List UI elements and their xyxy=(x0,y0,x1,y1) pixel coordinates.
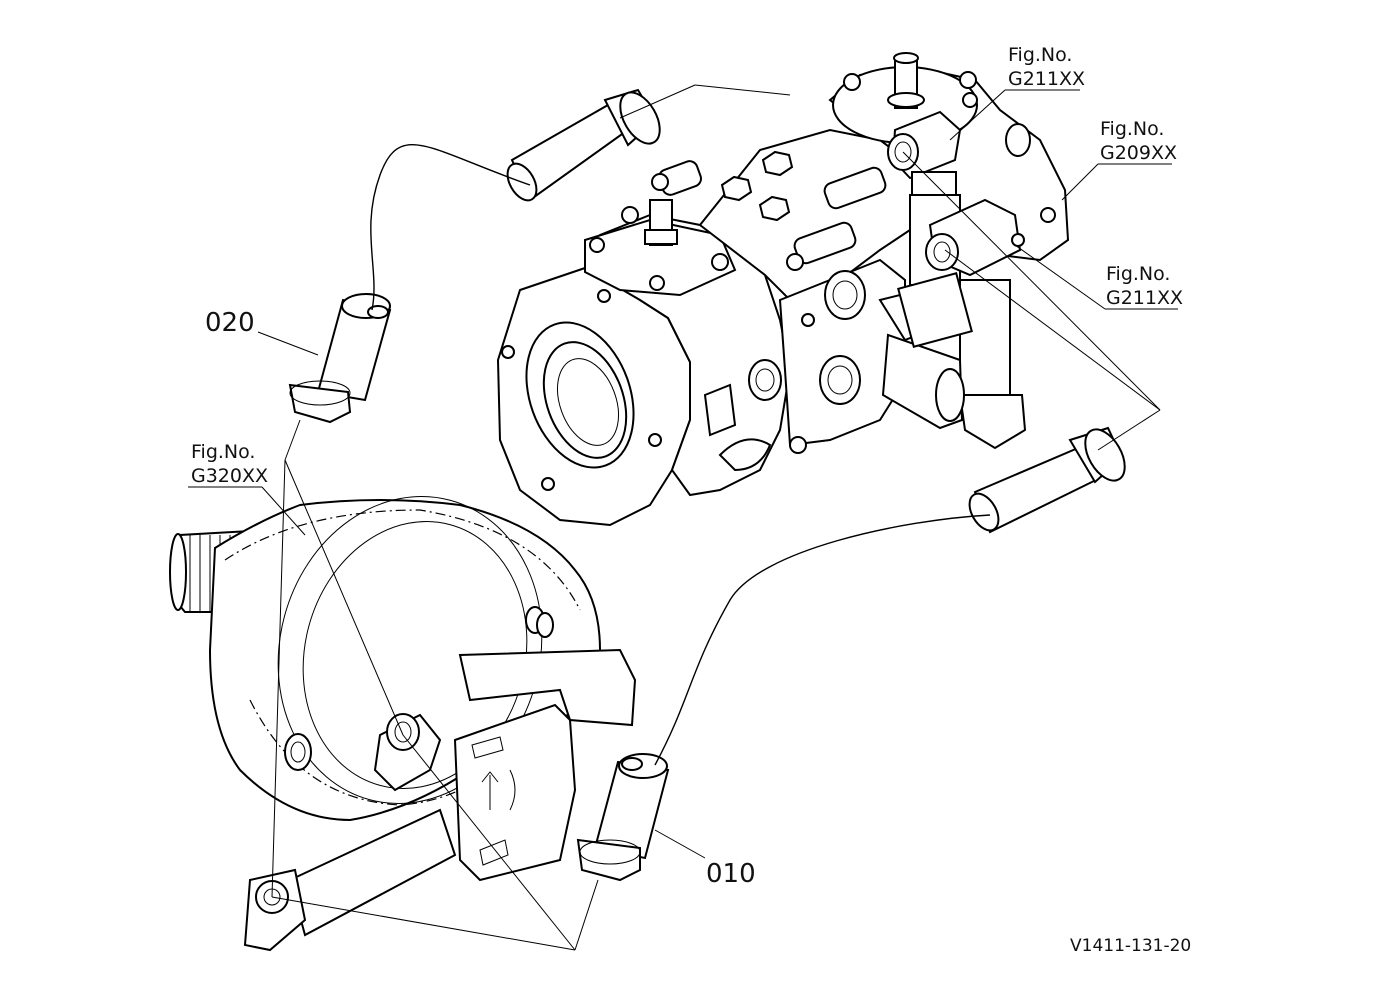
part-number-020: 020 xyxy=(205,308,255,338)
hst-motor-assembly xyxy=(169,496,637,952)
leader-lines xyxy=(188,84,1178,951)
svg-text:G320XX: G320XX xyxy=(191,465,268,487)
svg-text:G209XX: G209XX xyxy=(1100,142,1177,164)
tether-wire-upper xyxy=(370,143,531,311)
port-cap-020 xyxy=(288,293,392,424)
drawing-code: V1411-131-20 xyxy=(1070,936,1191,956)
svg-text:Fig.No.: Fig.No. xyxy=(191,441,255,463)
figure-reference-g211-right: Fig.No. G211XX xyxy=(1106,263,1183,309)
figure-reference-g211-top: Fig.No. G211XX xyxy=(1008,44,1085,90)
port-cap-top xyxy=(506,88,661,202)
svg-text:Fig.No.: Fig.No. xyxy=(1106,263,1170,285)
tether-wire-lower xyxy=(654,514,991,766)
hst-pump-assembly xyxy=(496,52,1070,527)
figure-reference-g320: Fig.No. G320XX xyxy=(191,441,268,487)
svg-text:G211XX: G211XX xyxy=(1106,287,1183,309)
part-number-010: 010 xyxy=(706,859,756,889)
svg-text:G211XX: G211XX xyxy=(1008,68,1085,90)
svg-text:Fig.No.: Fig.No. xyxy=(1100,118,1164,140)
port-cap-010 xyxy=(576,753,670,882)
port-cap-right xyxy=(968,426,1126,534)
svg-text:Fig.No.: Fig.No. xyxy=(1008,44,1072,66)
figure-reference-g209: Fig.No. G209XX xyxy=(1100,118,1177,164)
